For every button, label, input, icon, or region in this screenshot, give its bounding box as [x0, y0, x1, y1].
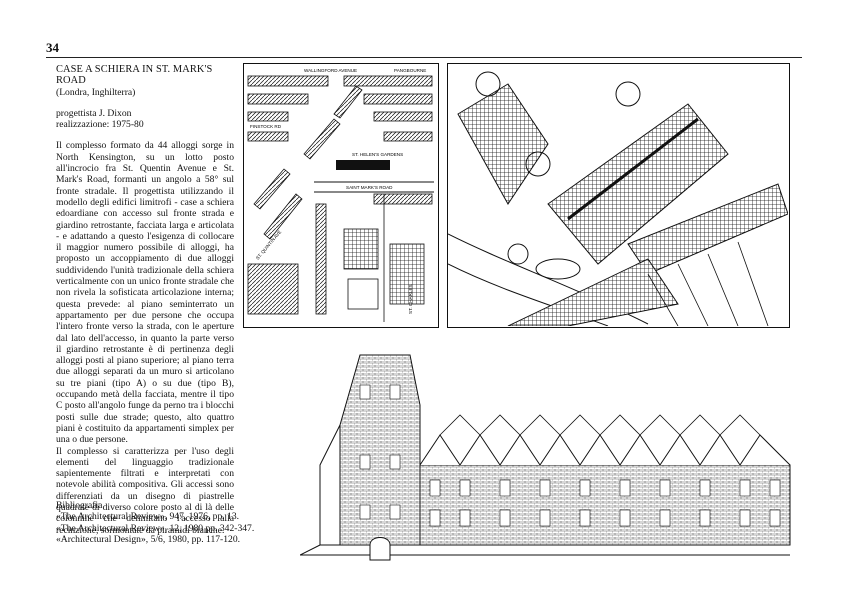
site-plan-drawing: WALLINGFORD AVENUE PANGBOURNE FINSTOCK R… [247, 68, 434, 322]
bibliography-entry: «The Architectural Review», 947, 1976, p… [56, 511, 240, 523]
bibliography: Bibliografia «The Architectural Review»,… [56, 500, 266, 545]
article-title: CASE A SCHIERA IN ST. MARK'S ROAD [56, 64, 213, 87]
article-realization: realizzazione: 1975-80 [56, 119, 144, 131]
site-plan-label: ST. CHARLES [408, 284, 413, 314]
site-plan-label: FINSTOCK RD [250, 124, 282, 129]
page-top-rule [46, 57, 802, 59]
axonometric-figure [447, 63, 790, 328]
article-paragraph-2: Il complesso si caratterizza per l'uso d… [56, 445, 234, 536]
bibliography-heading: Bibliografia [56, 500, 103, 511]
site-plan-figure: WALLINGFORD AVENUE PANGBOURNE FINSTOCK R… [243, 63, 439, 328]
site-plan-label: ST. HELEN'S GARDENS [352, 152, 403, 157]
axonometric-drawing [447, 71, 789, 327]
article-body: Il complesso formato da 44 alloggi sorge… [56, 140, 234, 535]
site-plan-label: SAINT MARK'S ROAD [346, 185, 393, 190]
article-designer: progettista J. Dixon [56, 107, 132, 119]
article-location: (Londra, Inghilterra) [56, 86, 136, 98]
site-plan-label: WALLINGFORD AVENUE [304, 68, 357, 73]
bibliography-entry: «Architectural Design», 5/6, 1980, pp. 1… [56, 533, 241, 545]
page-number: 34 [46, 40, 59, 55]
perspective-elevation-figure [299, 345, 795, 565]
bibliography-entry: «The Architectural Review», 12, 1980 pp.… [56, 522, 255, 534]
perspective-elevation-drawing [299, 354, 791, 561]
site-plan-label: PANGBOURNE [394, 68, 426, 73]
article-text-column: CASE A SCHIERA IN ST. MARK'S ROAD (Londr… [56, 64, 234, 536]
article-paragraph-1: Il complesso formato da 44 alloggi sorge… [56, 140, 234, 446]
